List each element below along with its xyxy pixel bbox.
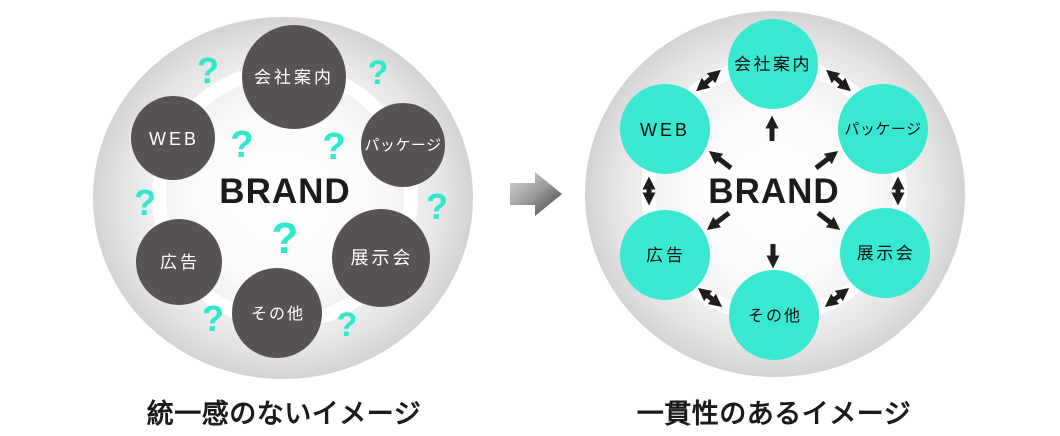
double-headed-arrow-icon [824, 287, 850, 308]
web-label: WEB [149, 129, 199, 149]
double-headed-arrow-icon [696, 69, 721, 92]
double-headed-arrow-icon [826, 69, 851, 92]
others-circle [729, 270, 819, 360]
outward-arrow-icon [814, 151, 839, 170]
right-node-exhibition: 展示会 [840, 208, 930, 298]
left-node-others: その他 [232, 268, 322, 358]
package-circle [838, 84, 928, 174]
others-label: その他 [748, 307, 802, 325]
outward-arrow-icon [708, 151, 733, 170]
web-label: WEB [640, 120, 690, 140]
left-node-web: WEB [131, 96, 215, 180]
right-node-advertising: 広告 [620, 210, 710, 300]
exhibition-label: 展示会 [857, 244, 916, 263]
right-node-company-brochure: 会社案内 [728, 19, 818, 109]
radial-arrows [706, 115, 841, 269]
left-node-package: パッケージ [361, 103, 445, 187]
question-mark-icon: ? [230, 124, 253, 166]
others-label: その他 [251, 305, 305, 323]
question-mark-icon: ? [322, 126, 345, 168]
left-node-company-brochure: 会社案内 [242, 25, 346, 129]
company-brochure-circle [242, 25, 346, 129]
outward-arrow-icon [816, 211, 841, 230]
transition-right-arrow-icon [510, 172, 562, 216]
question-mark-icon: ? [368, 54, 389, 92]
others-circle [232, 268, 322, 358]
question-mark-icon: ? [197, 50, 219, 91]
advertising-circle [620, 210, 710, 300]
right-node-web: WEB [620, 84, 710, 174]
left-caption: 統一感のないイメージ [147, 398, 421, 429]
right-caption: 一貫性のあるイメージ [637, 399, 911, 429]
package-label: パッケージ [844, 121, 921, 138]
company-brochure-circle [728, 19, 818, 109]
question-mark-icon: ? [134, 182, 156, 223]
company-brochure-label: 会社案内 [254, 68, 334, 87]
package-circle [361, 103, 445, 187]
left-node-exhibition: 展示会 [332, 209, 430, 307]
double-headed-arrow-icon [697, 287, 723, 308]
exhibition-circle [840, 208, 930, 298]
right-node-others: その他 [729, 270, 819, 360]
left-diagram-no-unity: 会社案内 WEB パッケージ 広告 展示会 その他 BRAND ? ? ? ? … [93, 17, 473, 429]
web-circle [620, 84, 710, 174]
left-brand-center-label: BRAND [219, 172, 350, 211]
exhibition-label: 展示会 [351, 248, 414, 268]
advertising-circle [136, 219, 222, 305]
mutual-arrows [642, 69, 905, 308]
question-mark-icon: ? [337, 306, 358, 344]
advertising-label: 広告 [646, 246, 686, 265]
advertising-label: 広告 [160, 253, 200, 272]
right-brand-center-label: BRAND [708, 172, 839, 211]
question-mark-icon: ? [202, 298, 224, 339]
question-mark-icon: ? [426, 186, 448, 227]
package-label: パッケージ [364, 137, 441, 154]
outward-arrow-icon [706, 211, 731, 230]
exhibition-circle [332, 209, 430, 307]
company-brochure-label: 会社案内 [734, 55, 812, 74]
left-node-advertising: 広告 [136, 219, 222, 305]
right-diagram-consistent: 会社案内 WEB パッケージ 広告 展示会 その他 BRAND 一貫性のあるイメ… [585, 11, 965, 429]
question-mark-icon: ? [272, 214, 299, 263]
web-circle [131, 96, 215, 180]
right-node-package: パッケージ [838, 84, 928, 174]
